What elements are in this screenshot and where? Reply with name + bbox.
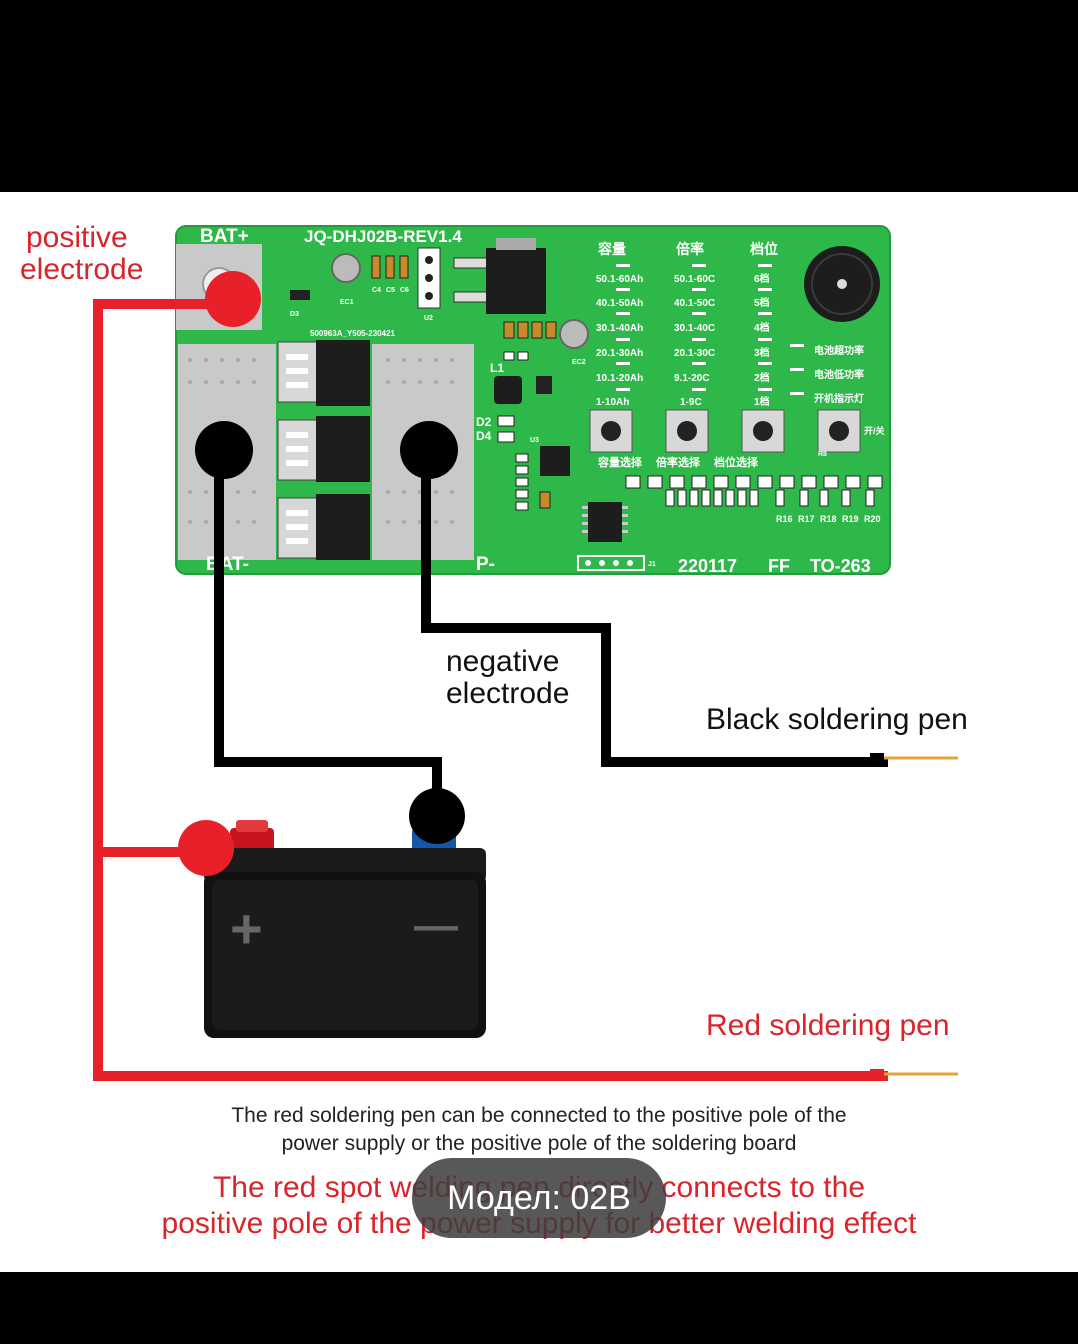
- battery-minus-symbol: —: [414, 901, 458, 950]
- capacitor-ec2: [559, 319, 589, 349]
- label-r17: R17: [798, 514, 815, 524]
- label-j1: J1: [648, 561, 656, 568]
- status-row: 开机指示灯: [814, 392, 864, 405]
- label-u2: U2: [424, 315, 433, 322]
- rate-header: 倍率: [676, 241, 704, 257]
- resistor-column-r12-r36: [515, 453, 529, 511]
- bat-minus-terminal-dot: [195, 421, 253, 479]
- tactile-buttons: [589, 409, 861, 453]
- label-u3: U3: [530, 437, 539, 444]
- capacity-header: 容量: [597, 241, 626, 257]
- bat-plus-label: BAT+: [200, 226, 249, 247]
- bat-minus-label: BAT-: [206, 554, 249, 575]
- bottom-ff: FF: [768, 556, 790, 576]
- rate-row: 20.1-30C: [674, 348, 715, 359]
- positive-label-line2: electrode: [20, 253, 144, 286]
- header-j1: [577, 555, 645, 571]
- capacitor-ec1: [331, 253, 361, 283]
- capacity-row: 10.1-20Ah: [596, 373, 643, 384]
- label-ec2: EC2: [572, 359, 586, 366]
- rate-row: 50.1-60C: [674, 274, 715, 285]
- negative-label-line1: negative: [446, 645, 560, 678]
- red-soldering-pen-label: Red soldering pen: [706, 1009, 950, 1042]
- p-minus-terminal-dot: [400, 421, 458, 479]
- label-c4: C4: [372, 287, 381, 294]
- battery-negative-dot: [409, 788, 465, 844]
- button-label: 开/关: [864, 425, 885, 436]
- bottom-code: 220117: [678, 556, 737, 576]
- top-black-bar: [0, 0, 1078, 192]
- battery-positive-dot: [178, 820, 234, 876]
- label-ec1: EC1: [340, 299, 354, 306]
- label-c6: C6: [400, 287, 409, 294]
- rate-row: 1-9C: [680, 397, 702, 408]
- gear-row: 5档: [754, 296, 770, 309]
- resistor-strip: [665, 489, 875, 507]
- buzzer-icon: [804, 246, 880, 322]
- gear-row: 2档: [754, 371, 770, 384]
- status-row: 电池超功率: [814, 344, 864, 357]
- caption-gray-line2: power supply or the positive pole of the…: [281, 1132, 797, 1155]
- label-r20: R20: [864, 514, 881, 524]
- mosfet-array: [277, 340, 370, 560]
- pcb-board: JQ-DHJ02B-REV1.4 BAT+ BAT- P- 220117 FF …: [175, 225, 891, 576]
- black-wire: [214, 452, 888, 812]
- p-minus-label: P-: [476, 554, 495, 575]
- button-label: 倍率选择: [656, 455, 701, 469]
- model-overlay-pill: Модел: 02B: [412, 1158, 666, 1238]
- label-d2: D2: [476, 415, 492, 429]
- silk-code: 500963A_Y505-230421: [310, 329, 396, 338]
- gear-row: 4档: [754, 321, 770, 334]
- bottom-package: TO-263: [810, 556, 871, 576]
- label-l1: L1: [490, 361, 504, 375]
- battery-plus-symbol: +: [230, 897, 263, 960]
- voltage-regulator: [453, 238, 546, 314]
- rate-row: 40.1-50C: [674, 298, 715, 309]
- microcontroller: [588, 502, 622, 542]
- wiring-diagram: JQ-DHJ02B-REV1.4 BAT+ BAT- P- 220117 FF …: [93, 225, 958, 1081]
- black-soldering-pen-label: Black soldering pen: [706, 703, 968, 736]
- transistor-row: [625, 475, 883, 489]
- gear-row: 1档: [754, 395, 770, 408]
- chip-u3: [540, 446, 570, 476]
- capacity-row: 40.1-50Ah: [596, 298, 643, 309]
- label-d3: D3: [290, 311, 299, 318]
- bottom-black-bar: [0, 1272, 1078, 1344]
- capacity-row: 1-10Ah: [596, 397, 629, 408]
- status-row: 电池低功率: [814, 368, 864, 381]
- diagram-canvas: JQ-DHJ02B-REV1.4 BAT+ BAT- P- 220117 FF …: [0, 192, 1078, 1272]
- capacity-row: 50.1-60Ah: [596, 274, 643, 285]
- gear-row: 6档: [754, 272, 770, 285]
- positive-terminal-dot: [205, 271, 261, 327]
- led-markers: [616, 264, 804, 395]
- positive-electrode-label: positive electrode: [20, 221, 143, 286]
- gear-header: 档位: [750, 241, 778, 257]
- label-r18: R18: [820, 514, 837, 524]
- board-title: JQ-DHJ02B-REV1.4: [304, 227, 462, 246]
- gear-row: 3档: [754, 346, 770, 359]
- rate-row: 30.1-40C: [674, 323, 715, 334]
- negative-label-line2: electrode: [446, 677, 570, 710]
- battery: + —: [204, 820, 486, 1038]
- label-d4: D4: [476, 429, 492, 443]
- capacity-row: 20.1-30Ah: [596, 348, 643, 359]
- capacity-row: 30.1-40Ah: [596, 323, 643, 334]
- capacitor-group-c4-c6: [371, 255, 409, 279]
- button-label: 档位选择: [714, 455, 759, 469]
- negative-electrode-label: negative electrode: [446, 646, 569, 710]
- rate-row: 9.1-20C: [674, 373, 710, 384]
- positive-label-line1: positive: [26, 221, 128, 254]
- caption-gray-line1: The red soldering pen can be connected t…: [231, 1104, 847, 1127]
- button-label: 容量选择: [597, 455, 643, 469]
- label-c5: C5: [386, 287, 395, 294]
- diode-d3: [290, 290, 310, 300]
- label-r8: R8: [818, 451, 827, 458]
- label-r19: R19: [842, 514, 859, 524]
- label-r16: R16: [776, 514, 793, 524]
- inductor-l1: [494, 376, 522, 404]
